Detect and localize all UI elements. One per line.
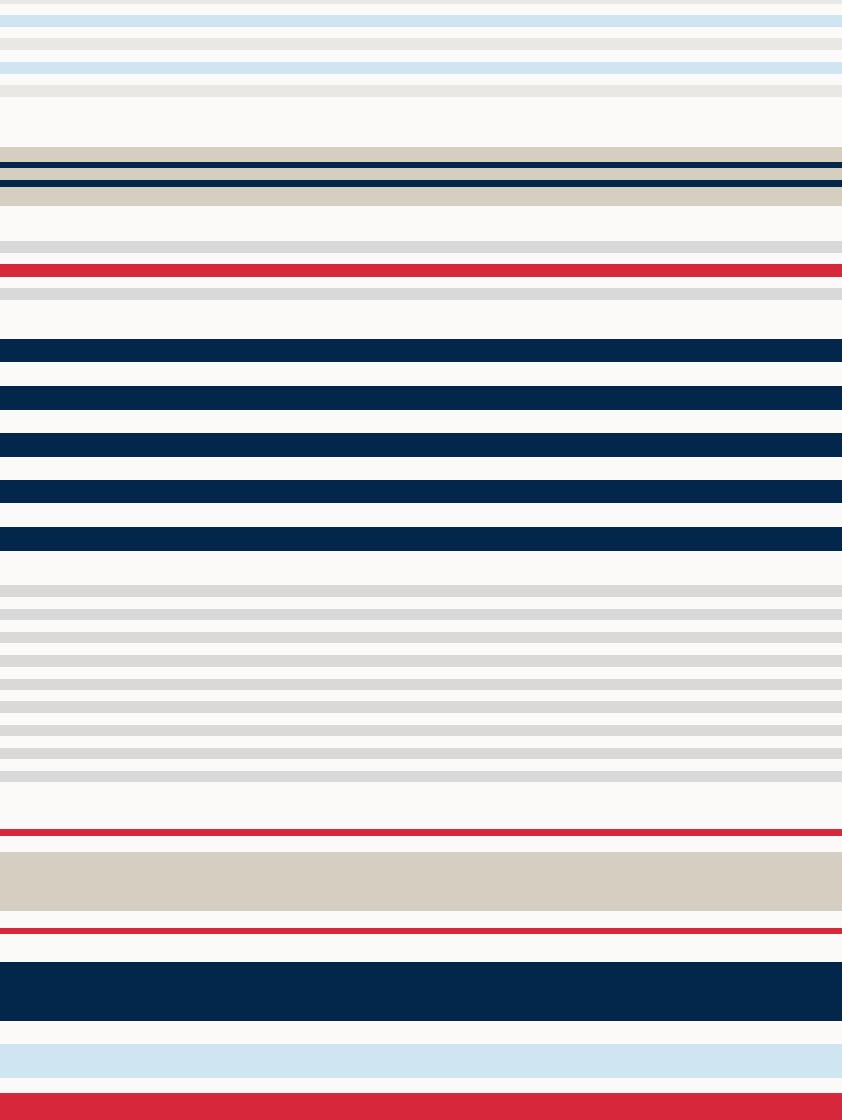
stripe-navy <box>0 180 842 187</box>
stripe-red <box>0 829 842 836</box>
stripe-navy <box>0 527 842 551</box>
stripe-pale-grey <box>0 38 842 50</box>
stripe-light-grey <box>0 771 842 782</box>
stripe-red <box>0 928 842 934</box>
stripe-light-blue <box>0 62 842 74</box>
stripe-navy <box>0 433 842 457</box>
stripe-light-grey <box>0 288 842 300</box>
stripe-navy <box>0 962 842 1021</box>
stripe-navy <box>0 339 842 362</box>
stripe-light-blue <box>0 1044 842 1078</box>
stripe-red <box>0 1093 842 1120</box>
stripe-light-grey <box>0 585 842 597</box>
stripe-navy <box>0 480 842 503</box>
stripe-light-grey <box>0 655 842 667</box>
stripe-light-blue <box>0 15 842 27</box>
stripe-light-grey <box>0 679 842 690</box>
stripe-light-grey <box>0 701 842 713</box>
stripe-beige <box>0 852 842 911</box>
stripe-pale-grey <box>0 85 842 97</box>
stripe-light-grey <box>0 609 842 620</box>
stripe-navy <box>0 162 842 168</box>
stripe-red <box>0 264 842 277</box>
stripe-light-grey <box>0 632 842 643</box>
stripe-light-grey <box>0 748 842 759</box>
stripe-beige <box>0 147 842 206</box>
stripe-navy <box>0 386 842 410</box>
stripe-pale-grey <box>0 0 842 4</box>
stripe-light-grey <box>0 241 842 253</box>
stripe-light-grey <box>0 725 842 736</box>
